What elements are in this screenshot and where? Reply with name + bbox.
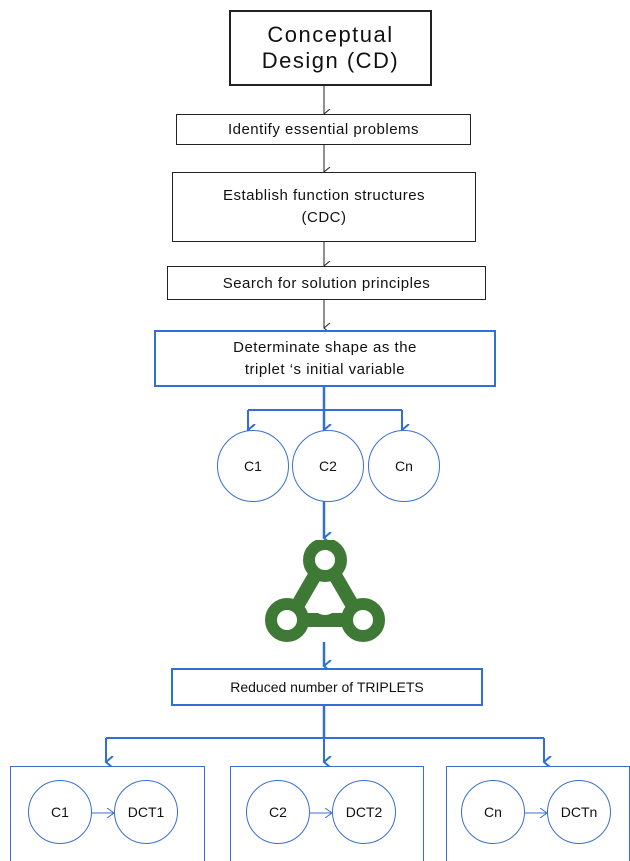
group2-to-label: DCT2 <box>345 804 383 820</box>
group3-from-circle: Cn <box>461 780 525 844</box>
circle-c1: C1 <box>217 430 289 502</box>
triplet-trefoil-icon <box>265 540 385 642</box>
group1-from-circle: C1 <box>28 780 92 844</box>
circle-cn: Cn <box>368 430 440 502</box>
determinate-line1: Determinate shape as the <box>233 338 417 356</box>
determinate-shape-box: Determinate shape as the triplet ‘s init… <box>154 330 496 387</box>
group1-to-label: DCT1 <box>127 804 165 820</box>
determinate-line2: triplet ‘s initial variable <box>244 360 406 378</box>
group3-to-label: DCTn <box>560 804 598 820</box>
group3-from-label: Cn <box>484 804 502 820</box>
group2-from-circle: C2 <box>246 780 310 844</box>
circle-c1-label: C1 <box>244 458 262 474</box>
group1-to-circle: DCT1 <box>114 780 178 844</box>
step-solution-principles: Search for solution principles <box>167 266 486 300</box>
circle-c2-label: C2 <box>319 458 337 474</box>
group2-from-label: C2 <box>269 804 287 820</box>
reduced-triplets-label: Reduced number of TRIPLETS <box>230 679 424 695</box>
step-identify-problems-label: Identify essential problems <box>227 121 420 138</box>
group3-to-circle: DCTn <box>547 780 611 844</box>
group1-from-label: C1 <box>51 804 69 820</box>
circle-c2: C2 <box>292 430 364 502</box>
circle-cn-label: Cn <box>395 458 413 474</box>
step-solution-principles-label: Search for solution principles <box>222 274 431 292</box>
step-function-structures: Establish function structures (CDC) <box>172 172 476 242</box>
step-function-structures-line1: Establish function structures <box>222 186 426 204</box>
step-identify-problems: Identify essential problems <box>176 114 471 145</box>
group2-to-circle: DCT2 <box>332 780 396 844</box>
title-line1: Conceptual <box>267 21 394 47</box>
step-function-structures-line2: (CDC) <box>301 209 347 226</box>
reduced-triplets-box: Reduced number of TRIPLETS <box>171 668 483 706</box>
title-line2: Design (CD) <box>261 48 400 73</box>
title-box: Conceptual Design (CD) <box>229 10 432 86</box>
